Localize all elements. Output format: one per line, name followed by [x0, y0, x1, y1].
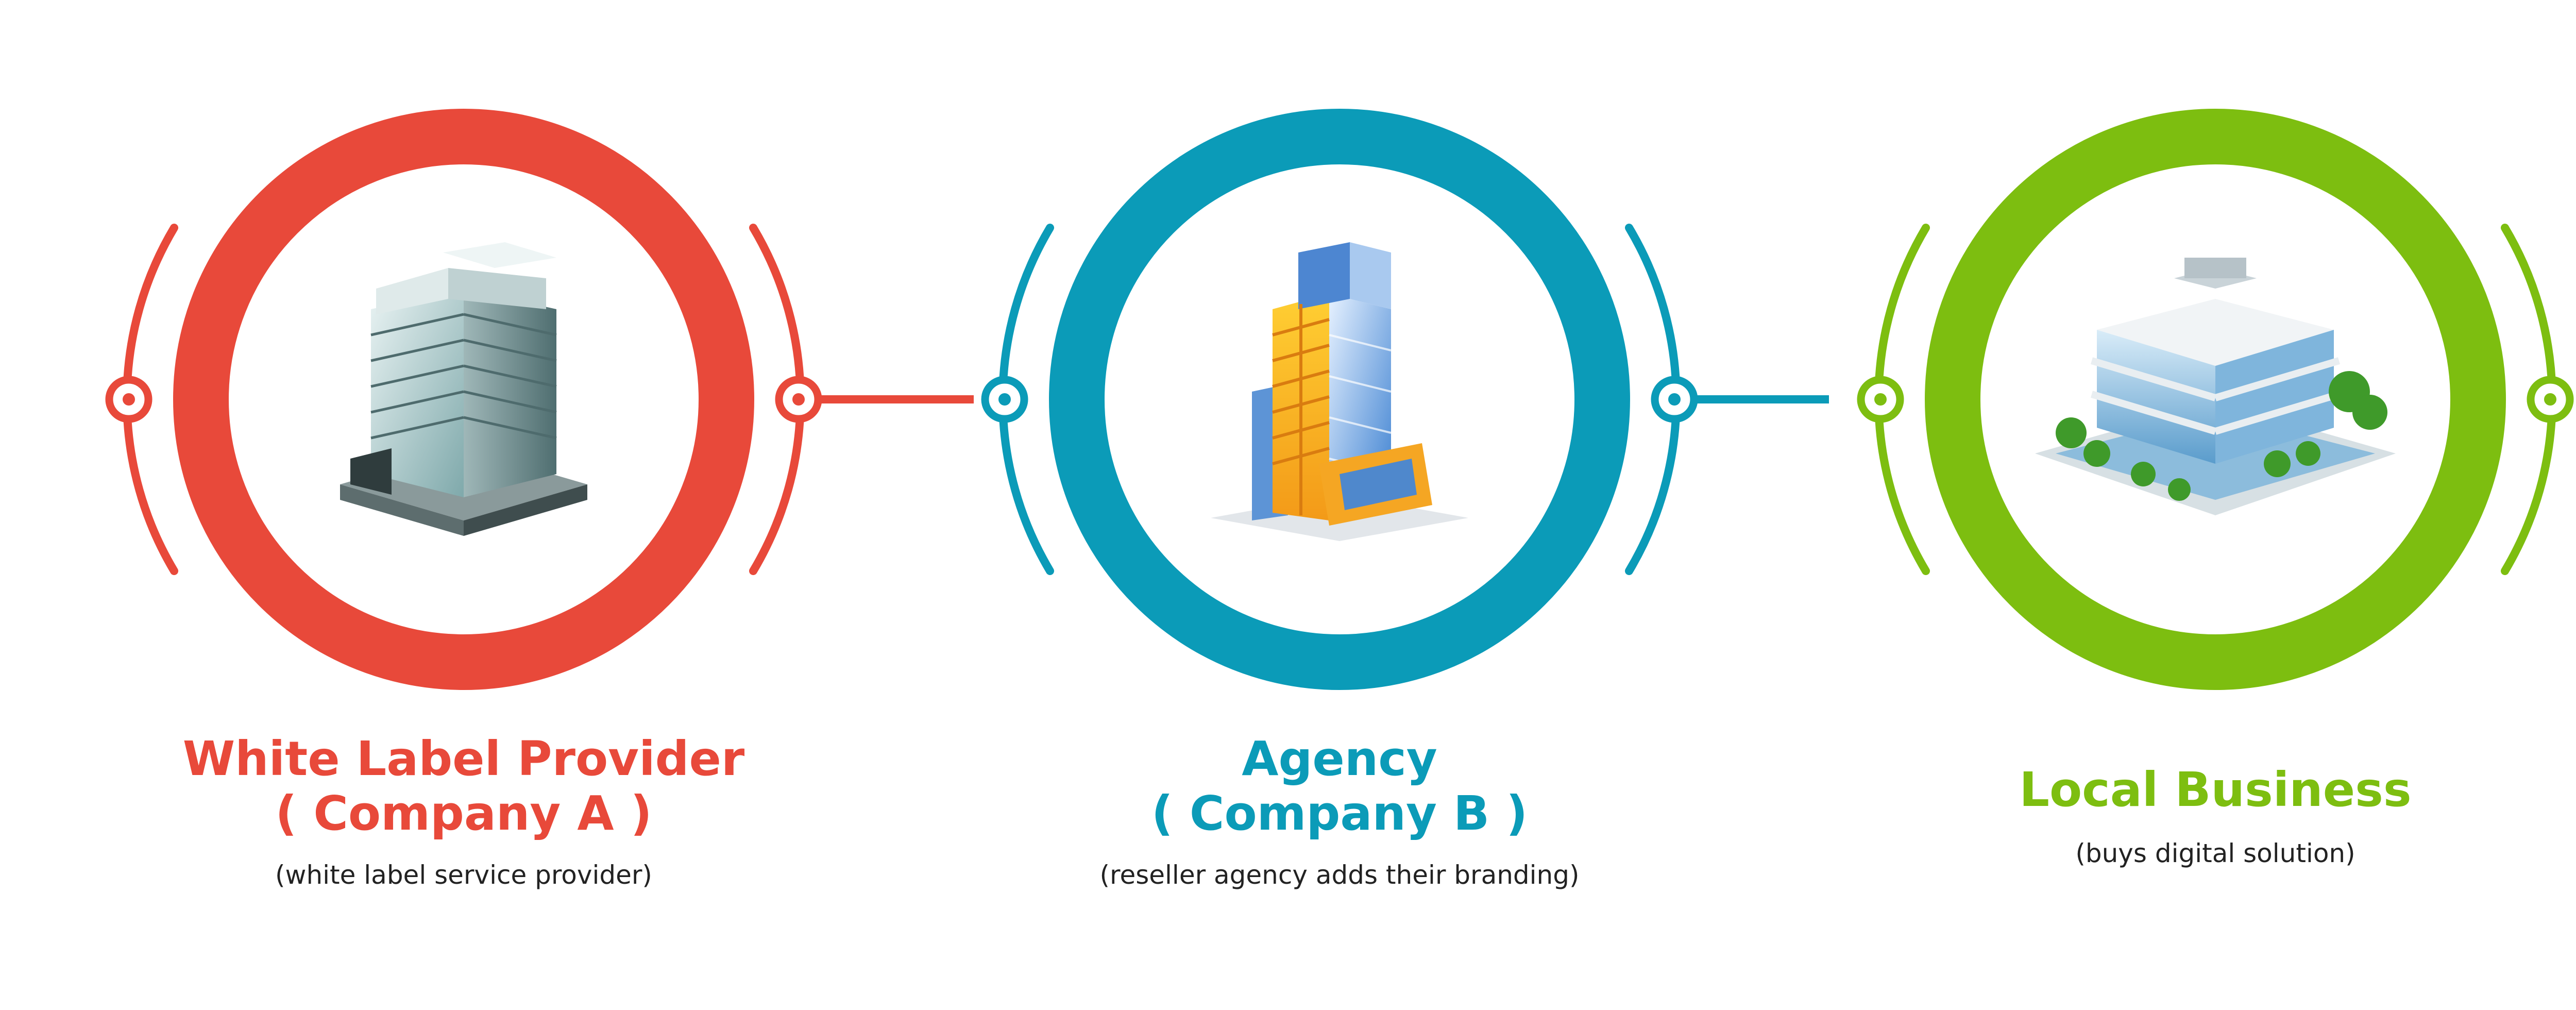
tree-cluster-icon [2056, 371, 2387, 501]
agency-company-label: ( Company B ) [1151, 786, 1528, 841]
office-tower-building-icon [340, 242, 587, 536]
provider-caption: White Label Provider ( Company A ) (whit… [129, 732, 799, 890]
agency-left-node-dot [981, 376, 1028, 423]
agency-right-node-dot [1651, 376, 1698, 423]
provider-ring [173, 109, 754, 690]
agency-description: (reseller agency adds their branding) [1099, 860, 1580, 890]
business-left-node-dot [1857, 376, 1904, 423]
stage-agency-node [981, 109, 1698, 690]
stage-provider-node [105, 109, 822, 690]
business-ring [1925, 109, 2506, 690]
provider-right-node-dot [775, 376, 822, 423]
agency-title: Agency [1242, 731, 1437, 786]
provider-company-label: ( Company A ) [275, 786, 652, 841]
provider-description: (white label service provider) [275, 860, 652, 890]
business-right-node-dot [2527, 376, 2574, 423]
provider-left-node-dot [105, 376, 152, 423]
stage-business-node [1857, 109, 2574, 690]
business-caption: Local Business (buys digital solution) [1880, 763, 2550, 869]
business-description: (buys digital solution) [2075, 838, 2355, 868]
modern-office-building-with-trees-icon [2035, 258, 2396, 515]
business-title: Local Business [2019, 762, 2412, 817]
agency-ring [1049, 109, 1630, 690]
orange-glass-skyscraper-icon [1211, 242, 1468, 541]
provider-title: White Label Provider [182, 731, 745, 786]
agency-caption: Agency ( Company B ) (reseller agency ad… [1005, 732, 1674, 890]
